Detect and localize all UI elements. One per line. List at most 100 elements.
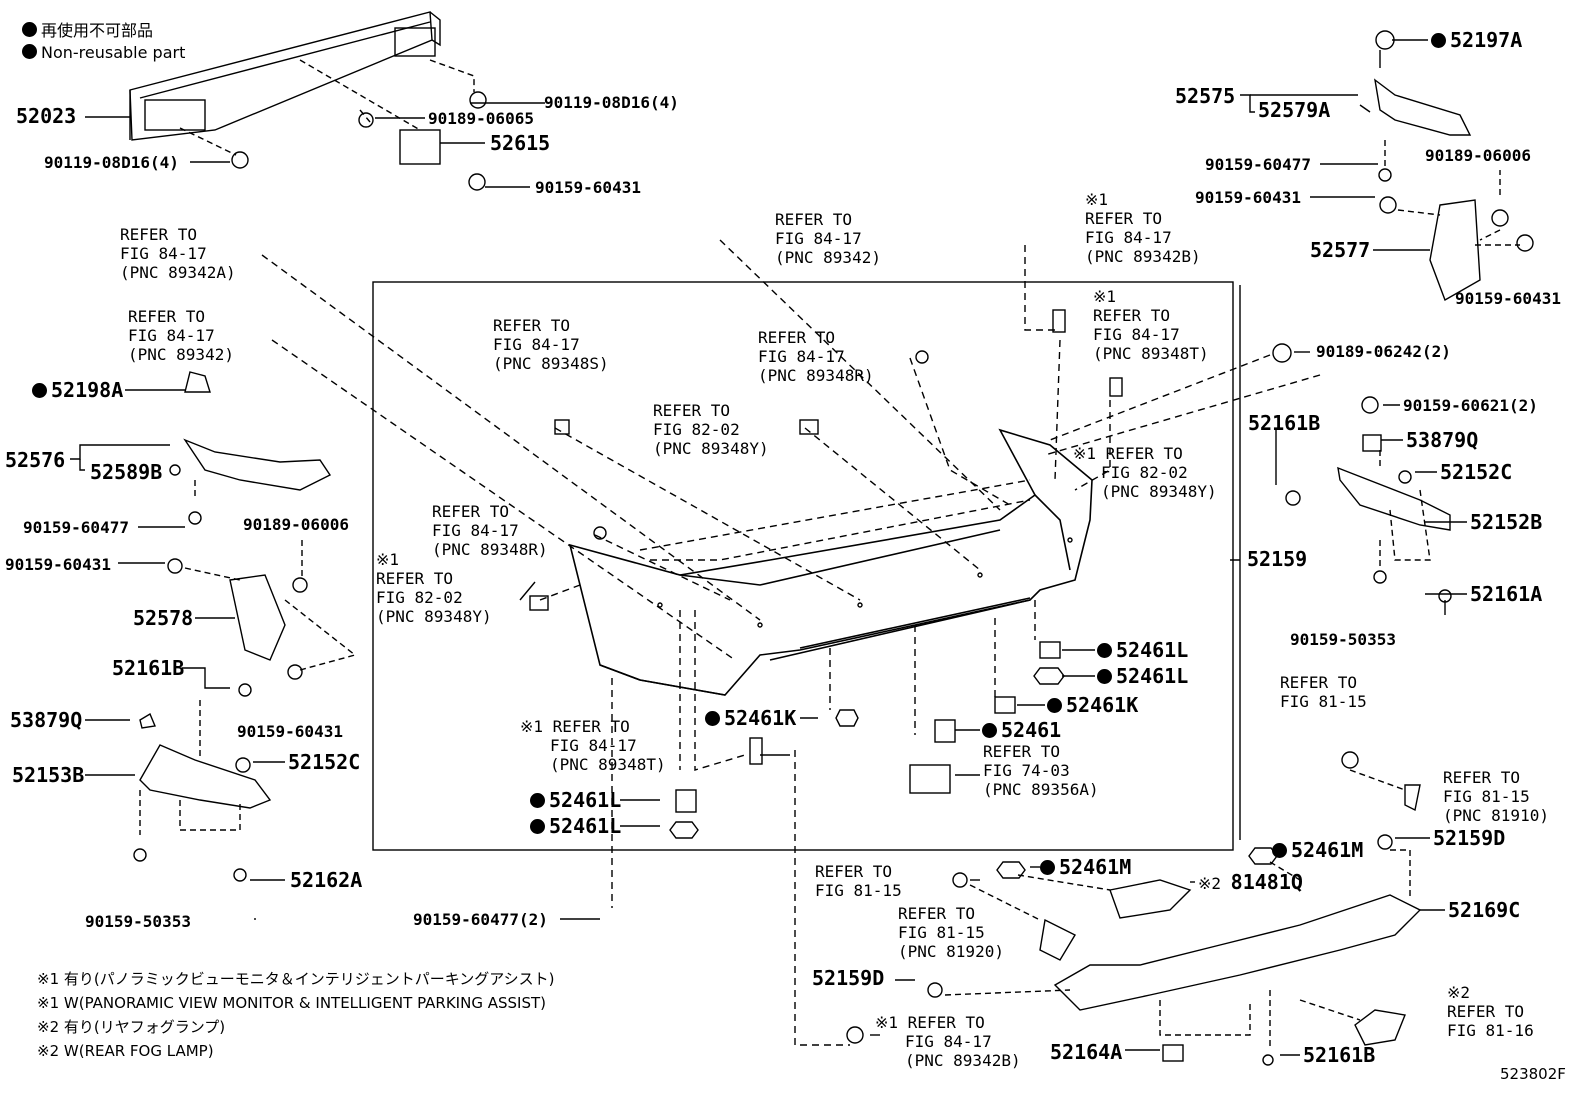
part-label-90159-50353-right: 90159-50353 bbox=[1290, 630, 1396, 649]
part-label-52461m-right: 52461M bbox=[1272, 840, 1363, 860]
right-bracket-drawing bbox=[1359, 30, 1534, 302]
footnote-2-en: ※2 W(REAR FOG LAMP) bbox=[37, 1042, 214, 1060]
part-label-52159: 52159 bbox=[1247, 547, 1308, 571]
part-label-52162a: 52162A bbox=[290, 868, 363, 892]
part-label-52197a: 52197A bbox=[1431, 30, 1522, 50]
non-reusable-dot-icon bbox=[982, 723, 997, 738]
left-lower-bracket-drawing bbox=[133, 700, 272, 882]
part-label-90119-08d16-b: 90119-08D16(4) bbox=[44, 153, 179, 172]
non-reusable-dot-icon bbox=[530, 819, 545, 834]
footnotes: ※1 有り(パノラミックビューモニタ＆インテリジェントパーキングアシスト) ※1… bbox=[37, 967, 555, 1063]
non-reusable-dot-icon bbox=[1047, 698, 1062, 713]
legend-en: Non-reusable part bbox=[22, 42, 185, 64]
part-label-90159-60431-top: 90159-60431 bbox=[535, 178, 641, 197]
part-label-52152b: 52152B bbox=[1470, 510, 1543, 534]
part-label-52578: 52578 bbox=[133, 606, 194, 630]
part-label-90159-60431-left-2: 90159-60431 bbox=[237, 722, 343, 741]
part-label-52159d-right: 52159D bbox=[1433, 826, 1506, 850]
lower-diffuser-drawing bbox=[846, 751, 1422, 1066]
part-label-90159-60431-right-1: 90159-60431 bbox=[1195, 188, 1301, 207]
part-label-52152c-right: 52152C bbox=[1440, 460, 1513, 484]
non-reusable-dot-icon bbox=[1097, 643, 1112, 658]
part-label-52169c: 52169C bbox=[1448, 898, 1521, 922]
part-label-90159-50353-left: 90159-50353 bbox=[85, 912, 191, 931]
part-label-52159d-left: 52159D bbox=[812, 966, 885, 990]
part-label-52461m-left: 52461M bbox=[1040, 857, 1131, 877]
footnote-1-en: ※1 W(PANORAMIC VIEW MONITOR & INTELLIGEN… bbox=[37, 994, 546, 1012]
legend-jp: 再使用不可部品 bbox=[22, 20, 185, 42]
part-label-90189-06006-right: 90189-06006 bbox=[1425, 146, 1531, 165]
part-label-52579a: 52579A bbox=[1258, 98, 1331, 122]
part-label-52161a: 52161A bbox=[1470, 582, 1543, 606]
footnote-1-jp: ※1 有り(パノラミックビューモニタ＆インテリジェントパーキングアシスト) bbox=[37, 970, 555, 988]
part-label-52589b: 52589B bbox=[90, 460, 163, 484]
non-reusable-dot-icon bbox=[1097, 669, 1112, 684]
part-label-90159-60431-right-2: 90159-60431 bbox=[1455, 289, 1561, 308]
part-label-90159-60621: 90159-60621(2) bbox=[1403, 396, 1538, 415]
part-label-52461k-right: 52461K bbox=[1047, 695, 1138, 715]
non-reusable-dot-icon bbox=[1272, 843, 1287, 858]
part-label-52576: 52576 bbox=[5, 448, 66, 472]
bumper-cover-drawing bbox=[568, 428, 1093, 696]
part-label-90189-06242: 90189-06242(2) bbox=[1316, 342, 1451, 361]
part-label-52461: 52461 bbox=[982, 720, 1061, 740]
part-label-90189-06006-left: 90189-06006 bbox=[243, 515, 349, 534]
bumper-assembly-frame bbox=[372, 281, 1234, 851]
part-label-53879q-left: 53879Q bbox=[10, 708, 83, 732]
part-label-90159-60477-right: 90159-60477 bbox=[1205, 155, 1311, 174]
part-label-52164a: 52164A bbox=[1050, 1040, 1123, 1064]
part-label-52161b-bottom: 52161B bbox=[1303, 1043, 1376, 1067]
non-reusable-dot-icon bbox=[530, 793, 545, 808]
part-label-52198a: 52198A bbox=[32, 380, 123, 400]
part-label-52023: 52023 bbox=[16, 104, 77, 128]
part-label-52161b-right: 52161B bbox=[1248, 411, 1321, 435]
non-reusable-dot-icon bbox=[1040, 860, 1055, 875]
legend: 再使用不可部品 Non-reusable part bbox=[22, 20, 185, 64]
part-label-53879q-right: 53879Q bbox=[1406, 428, 1479, 452]
non-reusable-dot-icon bbox=[705, 711, 720, 726]
part-label-52161b-left: 52161B bbox=[112, 656, 185, 680]
part-label-52153b: 52153B bbox=[12, 763, 85, 787]
part-label-81481q: ※2 81481Q bbox=[1198, 870, 1303, 894]
part-label-52461l-d: 52461L bbox=[530, 816, 621, 836]
footnote-2-jp: ※2 有り(リヤフォグランプ) bbox=[37, 1018, 226, 1036]
right-lower-bracket-drawing bbox=[1272, 343, 1452, 615]
figure-code: 523802F bbox=[1500, 1065, 1566, 1083]
part-label-90159-60477-2: 90159-60477(2) bbox=[413, 910, 548, 929]
part-label-52461k-left: 52461K bbox=[705, 708, 796, 728]
part-label-52577: 52577 bbox=[1310, 238, 1371, 262]
part-label-52461l-c: 52461L bbox=[530, 790, 621, 810]
part-label-52615: 52615 bbox=[490, 131, 551, 155]
part-label-90159-60431-left-1: 90159-60431 bbox=[5, 555, 111, 574]
bumper-reinforcement-drawing bbox=[129, 11, 441, 141]
part-label-52461l-a: 52461L bbox=[1097, 640, 1188, 660]
part-label-52152c-left: 52152C bbox=[288, 750, 361, 774]
part-label-52461l-b: 52461L bbox=[1097, 666, 1188, 686]
non-reusable-dot-icon bbox=[32, 383, 47, 398]
non-reusable-dot-icon bbox=[1431, 33, 1446, 48]
non-reusable-dot-icon bbox=[22, 44, 37, 59]
part-label-90159-60477-left: 90159-60477 bbox=[23, 518, 129, 537]
part-label-52575: 52575 bbox=[1175, 84, 1236, 108]
